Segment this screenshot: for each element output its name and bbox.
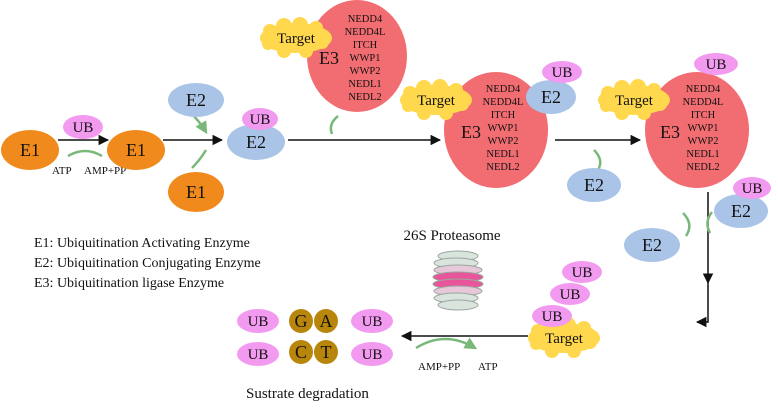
svg-text:UB: UB bbox=[362, 347, 383, 363]
svg-text:Target: Target bbox=[277, 31, 316, 47]
proteasome-label: 26S Proteasome bbox=[403, 228, 500, 244]
svg-text:G: G bbox=[295, 311, 308, 331]
ub-tag: UB bbox=[237, 342, 279, 366]
ub-tag: UB bbox=[242, 108, 278, 130]
e3-ligase-right: E3 NEDD4 NEDD4L ITCH WWP1 WWP2 NEDL1 NED… bbox=[645, 72, 749, 188]
ligase-name: WWP2 bbox=[488, 136, 519, 147]
ligase-name: NEDL1 bbox=[686, 149, 719, 160]
ub-tag: UB bbox=[694, 53, 738, 75]
target-substrate-polyubiquitinated: Target bbox=[528, 317, 600, 358]
ub-tag: UB bbox=[237, 309, 279, 333]
legend-e2: E2: Ubiquitination Conjugating Enzyme bbox=[34, 256, 261, 271]
legend-e3: E3: Ubiquitination ligase Enzyme bbox=[34, 276, 224, 291]
amp-pp-label: AMP+PP bbox=[84, 165, 126, 177]
e2-node-bound: E2 bbox=[714, 194, 768, 228]
svg-text:UB: UB bbox=[362, 314, 383, 330]
svg-text:UB: UB bbox=[552, 65, 573, 81]
svg-text:UB: UB bbox=[706, 57, 727, 73]
target-substrate: Target bbox=[260, 17, 332, 58]
svg-text:UB: UB bbox=[73, 120, 94, 136]
proteasome-icon bbox=[432, 250, 484, 311]
e1-node-charged: E1 bbox=[107, 130, 165, 170]
e1-node-initial: E1 bbox=[1, 130, 59, 170]
e2-node-released: E2 bbox=[624, 228, 680, 262]
e2-node-bound: E2 bbox=[526, 80, 576, 114]
svg-text:E1: E1 bbox=[126, 140, 146, 160]
ub-tag: UB bbox=[550, 283, 590, 305]
e2-node-free: E2 bbox=[168, 83, 224, 117]
ub-tag: UB bbox=[63, 115, 103, 139]
flow-arrows bbox=[58, 134, 714, 342]
svg-text:E1: E1 bbox=[20, 140, 40, 160]
svg-text:Target: Target bbox=[545, 331, 584, 347]
ligase-name: NEDD4 bbox=[348, 14, 383, 25]
ligase-name: NEDL2 bbox=[348, 92, 381, 103]
svg-text:E3: E3 bbox=[660, 122, 680, 142]
substrate-fragment: G bbox=[289, 309, 313, 333]
svg-text:E2: E2 bbox=[642, 235, 662, 255]
target-substrate: Target bbox=[400, 79, 472, 120]
ligase-name: ITCH bbox=[353, 40, 378, 51]
substrate-fragment: T bbox=[314, 340, 338, 364]
e3-ligase-top: E3 NEDD4 NEDD4L ITCH WWP1 WWP2 NEDL1 NED… bbox=[307, 0, 407, 112]
svg-text:UB: UB bbox=[572, 265, 593, 281]
ligase-name: NEDL2 bbox=[486, 162, 519, 173]
svg-text:UB: UB bbox=[560, 287, 581, 303]
svg-text:E2: E2 bbox=[186, 90, 206, 110]
ub-tag: UB bbox=[351, 342, 393, 366]
ligase-name: ITCH bbox=[491, 110, 516, 121]
e2-node-released: E2 bbox=[567, 168, 621, 202]
ligase-name: ITCH bbox=[691, 110, 716, 121]
ub-tag: UB bbox=[542, 61, 582, 83]
svg-text:E3: E3 bbox=[461, 122, 481, 142]
svg-text:E2: E2 bbox=[541, 87, 561, 107]
transfer-curves bbox=[67, 111, 714, 350]
atp-label: ATP bbox=[478, 361, 498, 373]
legend: E1: Ubiquitination Activating Enzyme E2:… bbox=[34, 236, 261, 291]
svg-text:T: T bbox=[321, 342, 332, 362]
atp-label: ATP bbox=[52, 165, 72, 177]
ligase-name: NEDD4L bbox=[345, 27, 386, 38]
svg-text:UB: UB bbox=[248, 314, 269, 330]
svg-text:Target: Target bbox=[417, 93, 456, 109]
ligase-name: NEDL1 bbox=[348, 79, 381, 90]
e2-node-charged: E2 bbox=[227, 124, 285, 160]
substrate-fragment: A bbox=[314, 309, 338, 333]
ligase-name: WWP1 bbox=[688, 123, 719, 134]
svg-text:UB: UB bbox=[542, 309, 563, 325]
ligase-name: NEDL2 bbox=[686, 162, 719, 173]
svg-text:E1: E1 bbox=[186, 182, 206, 202]
ligase-name: WWP1 bbox=[488, 123, 519, 134]
svg-text:E2: E2 bbox=[731, 201, 751, 221]
svg-text:E2: E2 bbox=[584, 175, 604, 195]
svg-text:UB: UB bbox=[248, 347, 269, 363]
ligase-name: NEDD4L bbox=[683, 97, 724, 108]
ligase-name: WWP2 bbox=[350, 66, 381, 77]
ligase-name: WWP1 bbox=[350, 53, 381, 64]
svg-text:C: C bbox=[295, 342, 307, 362]
ligase-name: NEDD4L bbox=[483, 97, 524, 108]
svg-text:UB: UB bbox=[250, 112, 271, 128]
substrate-fragment: C bbox=[289, 340, 313, 364]
legend-e1: E1: Ubiquitination Activating Enzyme bbox=[34, 236, 250, 251]
ligase-name: WWP2 bbox=[688, 136, 719, 147]
amp-pp-label: AMP+PP bbox=[418, 361, 460, 373]
svg-text:A: A bbox=[320, 311, 333, 331]
ub-tag: UB bbox=[733, 177, 771, 199]
degradation-label: Sustrate degradation bbox=[246, 386, 369, 402]
ub-tag: UB bbox=[532, 305, 572, 327]
ub-tag: UB bbox=[562, 261, 602, 283]
ligase-name: NEDD4 bbox=[486, 84, 521, 95]
ligase-name: NEDD4 bbox=[686, 84, 721, 95]
svg-text:Target: Target bbox=[615, 93, 654, 109]
svg-text:E2: E2 bbox=[246, 132, 266, 152]
ligase-name: NEDL1 bbox=[486, 149, 519, 160]
target-substrate: Target bbox=[598, 79, 670, 120]
e1-node-released: E1 bbox=[168, 172, 224, 212]
ub-tag: UB bbox=[351, 309, 393, 333]
svg-text:UB: UB bbox=[742, 181, 763, 197]
svg-text:E3: E3 bbox=[319, 48, 339, 68]
